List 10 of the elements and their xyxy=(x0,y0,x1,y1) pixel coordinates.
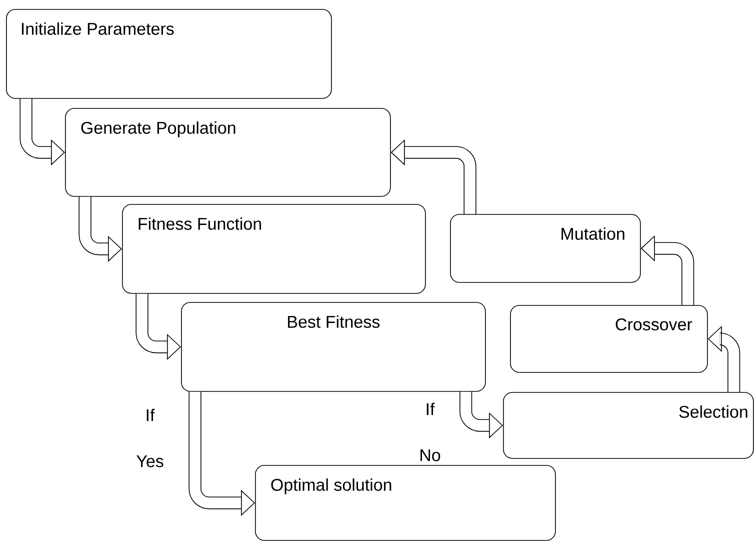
edge-label: If No xyxy=(412,402,448,462)
process-box: Best Fitness xyxy=(181,302,486,392)
process-box: Generate Population xyxy=(65,108,391,197)
edge-label: If Yes xyxy=(132,408,168,468)
process-box: Fitness Function xyxy=(122,204,426,294)
process-box: Selection xyxy=(503,392,754,459)
process-box: Optimal solution xyxy=(255,465,556,541)
process-box: Initialize Parameters xyxy=(6,9,332,99)
process-box: Crossover xyxy=(510,305,708,373)
process-box: Mutation xyxy=(450,214,641,283)
